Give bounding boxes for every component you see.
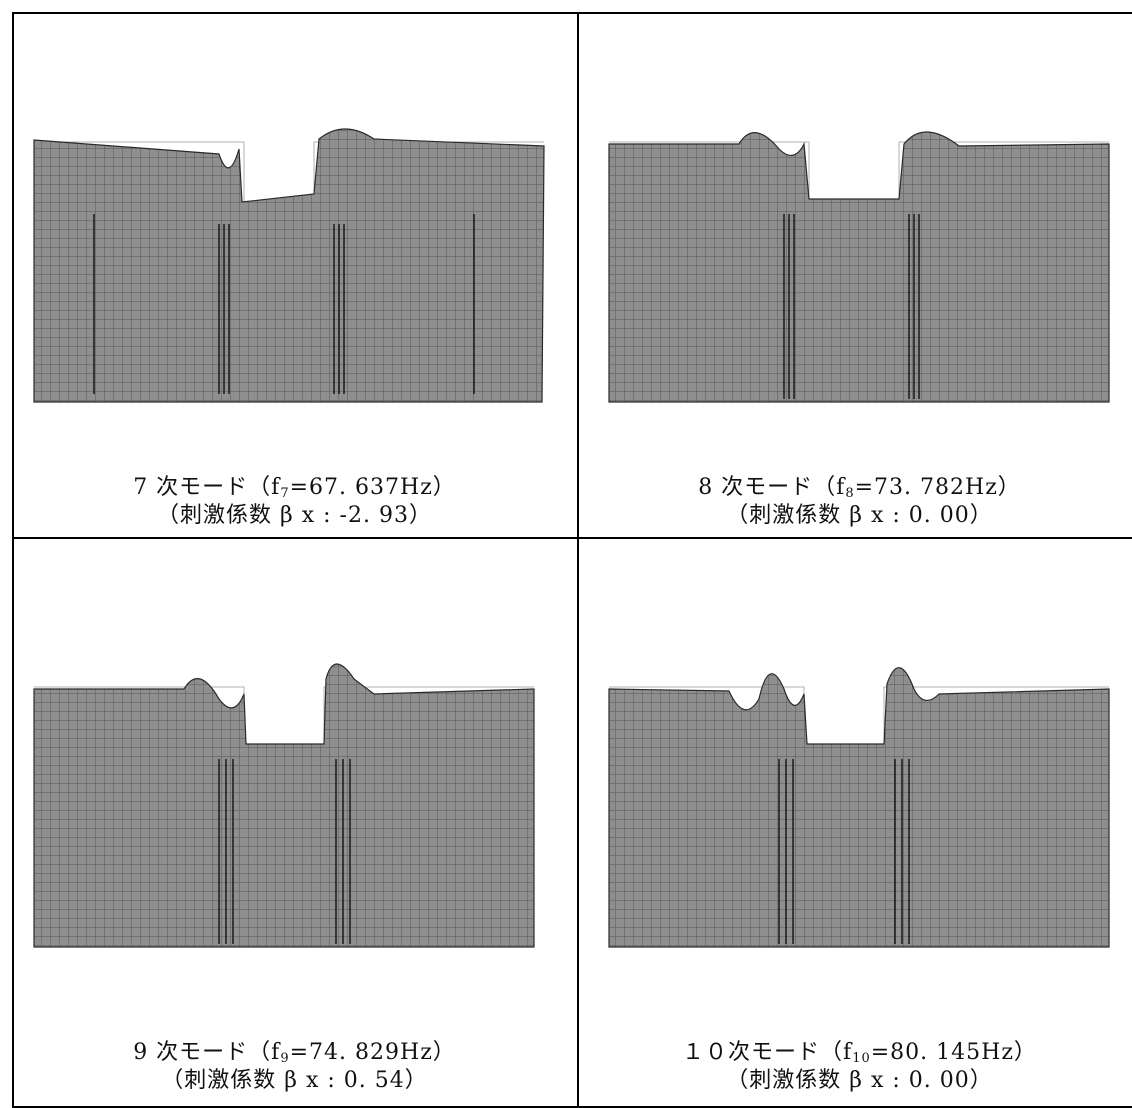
mode-10-deformed-mesh bbox=[608, 667, 1110, 948]
mode-panel-9: 9 次モード（f9=74. 829Hz） （刺激係数 β x : 0. 54） bbox=[14, 539, 575, 1108]
mode-8-participation-factor: （刺激係数 β x : 0. 00） bbox=[726, 503, 993, 528]
mode-8-title: 8 次モード（f8=73. 782Hz） bbox=[698, 475, 1021, 501]
mode-9-caption: 9 次モード（f9=74. 829Hz） （刺激係数 β x : 0. 54） bbox=[14, 1039, 575, 1095]
mode-8-deformed-mesh bbox=[608, 131, 1110, 403]
mode-9-title: 9 次モード（f9=74. 829Hz） bbox=[133, 1040, 456, 1066]
table-divider-vertical bbox=[577, 14, 579, 1106]
table-divider-horizontal bbox=[14, 537, 1132, 539]
mode-8-caption: 8 次モード（f8=73. 782Hz） （刺激係数 β x : 0. 00） bbox=[579, 474, 1132, 530]
mode-9-participation-factor: （刺激係数 β x : 0. 54） bbox=[161, 1068, 428, 1093]
mode-shape-table: 7 次モード（f7=67. 637Hz） （刺激係数 β x : -2. 93）… bbox=[12, 12, 1132, 1108]
mode-7-title: 7 次モード（f7=67. 637Hz） bbox=[133, 475, 456, 501]
mode-panel-10: １０次モード（f10=80. 145Hz） （刺激係数 β x : 0. 00） bbox=[579, 539, 1132, 1108]
mode-7-caption: 7 次モード（f7=67. 637Hz） （刺激係数 β x : -2. 93） bbox=[14, 474, 575, 530]
mode-7-deformed-mesh bbox=[33, 128, 545, 403]
mode-9-deformed-mesh bbox=[33, 663, 535, 948]
mode-panel-7: 7 次モード（f7=67. 637Hz） （刺激係数 β x : -2. 93） bbox=[14, 14, 575, 537]
mode-10-participation-factor: （刺激係数 β x : 0. 00） bbox=[726, 1068, 993, 1093]
mode-7-participation-factor: （刺激係数 β x : -2. 93） bbox=[157, 503, 432, 528]
mode-10-title: １０次モード（f10=80. 145Hz） bbox=[682, 1040, 1037, 1066]
mode-10-caption: １０次モード（f10=80. 145Hz） （刺激係数 β x : 0. 00） bbox=[579, 1039, 1132, 1095]
mode-panel-8: 8 次モード（f8=73. 782Hz） （刺激係数 β x : 0. 00） bbox=[579, 14, 1132, 537]
